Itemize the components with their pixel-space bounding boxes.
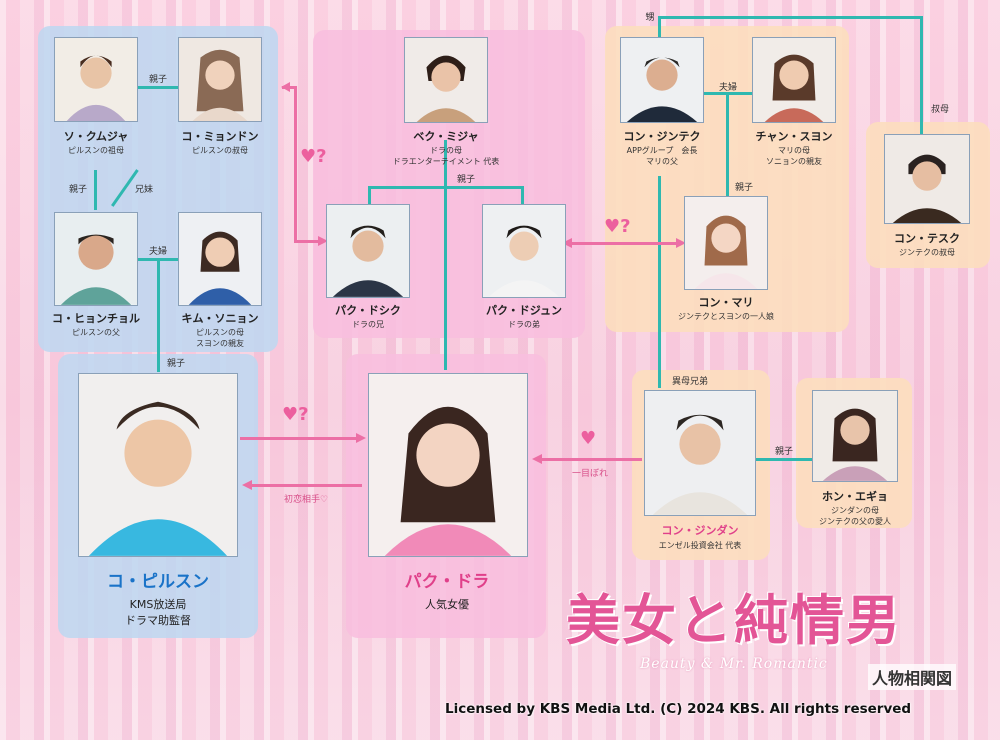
connector-oi-left [658,16,661,38]
arrow-myondon-dosik-bottom [294,240,324,243]
chart-label: 人物相関図 [868,664,957,690]
name-park-dora: パク・ドラ [404,572,490,592]
arrow-dojun-mari [570,242,682,245]
desc-kong-jindan: エンゼル投資会社 代表 [658,541,742,550]
connector-jintek-suyon [704,92,754,95]
name-ko-pilsun: コ・ピルスン [107,572,209,592]
photo-park-dojun [482,204,566,298]
connector-hyonchol-sonyon [136,258,180,261]
name-hon-egyo: ホン・エギョ [822,490,888,503]
rel-half-brothers: 異母兄弟 [671,377,709,387]
desc-chan-suyon-2: ソニョンの親友 [766,157,822,166]
name-baek-mija: ベク・ミジャ [413,130,479,143]
connector-parents-mari [726,94,729,196]
desc-kong-jintek-2: マリの父 [646,157,678,166]
connector-kumja-hyonchol [94,170,97,210]
rel-kumja-myondon: 親子 [148,75,168,85]
desc-so-kumja: ピルスンの祖母 [68,146,124,155]
rel-parents-mari: 親子 [734,183,754,193]
heart-jindan-dora: ♥ [580,428,597,449]
connector-parents-pilsun [157,260,160,372]
rel-hitomebore: 一目ぼれ [571,469,609,479]
rel-parents-pilsun: 親子 [166,359,186,369]
desc-baek-mija-2: ドラエンターテイメント 代表 [392,157,500,166]
desc-hon-egyo-2: ジンテクの父の愛人 [819,517,891,526]
desc-kim-sonyon-1: ピルスンの母 [196,328,244,337]
rel-oi: 甥 [645,13,655,23]
photo-ko-hyonchol [54,212,138,306]
desc-kong-tesuku: ジンテクの叔母 [899,248,955,257]
license-text: Licensed by KBS Media Ltd. (C) 2024 KBS.… [445,701,912,717]
name-so-kumja: ソ・クムジャ [63,130,129,143]
logo-title: 美女と純情男 [566,588,902,652]
arrow-myondon-dosik-vertical [294,86,297,242]
photo-kong-jindan [644,390,756,516]
name-park-dojun: パク・ドジュン [485,304,563,317]
desc-kim-sonyon-2: スヨンの親友 [196,339,244,348]
name-kong-jindan: コン・ジンダン [661,524,739,537]
connector-mija-children [368,186,524,189]
photo-baek-mija [404,37,488,123]
connector-oi-right [920,16,923,134]
photo-kim-sonyon [178,212,262,306]
desc-baek-mija-1: ドラの母 [430,146,462,155]
name-chan-suyon: チャン・スヨン [755,130,833,143]
photo-chan-suyon [752,37,836,123]
photo-kong-jintek [620,37,704,123]
rel-shukubo: 叔母 [930,105,950,115]
photo-so-kumja [54,37,138,122]
rel-jindan-egyo: 親子 [774,447,794,457]
photo-kong-mari [684,196,768,290]
desc-ko-pilsun-2: ドラマ助監督 [125,614,191,627]
desc-kong-mari: ジンテクとスヨンの一人娘 [678,312,774,321]
logo-subtitle: Beauty & Mr. Romantic [640,656,828,672]
arrow-dora-to-pilsun [246,484,362,487]
rel-hatsukoi: 初恋相手♡ [283,495,329,505]
rel-mija-children: 親子 [456,175,476,185]
name-kong-jintek: コン・ジンテク [623,130,701,143]
desc-park-dosik: ドラの兄 [352,320,384,329]
heart-question-pilsun-dora: ♥? [282,404,309,425]
heart-question-myondon-dosik: ♥? [300,146,327,167]
arrow-pilsun-to-dora [240,437,362,440]
desc-ko-myondon: ピルスンの叔母 [192,146,248,155]
heart-question-dojun-mari: ♥? [604,216,631,237]
rel-kumja-hyonchol: 親子 [68,185,88,195]
connector-mija-down [444,140,447,370]
desc-ko-pilsun-1: KMS放送局 [129,598,187,611]
photo-park-dosik [326,204,410,298]
connector-kumja-myondon [136,86,180,89]
rel-couple-kong: 夫婦 [718,83,738,93]
photo-ko-myondon [178,37,262,122]
desc-hon-egyo-1: ジンダンの母 [831,506,879,515]
name-kim-sonyon: キム・ソニョン [181,312,259,325]
desc-chan-suyon-1: マリの母 [778,146,810,155]
photo-ko-pilsun [78,373,238,557]
connector-jintek-jindan [658,176,661,388]
connector-to-dojun [521,186,524,204]
desc-park-dora: 人気女優 [425,598,469,611]
photo-kong-tesuku [884,134,970,224]
connector-to-dosik [368,186,371,204]
desc-ko-hyonchol: ピルスンの父 [72,328,120,337]
desc-kong-jintek-1: APPグループ 会長 [626,146,698,155]
rel-couple-ko: 夫婦 [148,247,168,257]
name-kong-mari: コン・マリ [698,296,754,309]
desc-park-dojun: ドラの弟 [508,320,540,329]
name-park-dosik: パク・ドシク [335,304,401,317]
name-ko-hyonchol: コ・ヒョンチョル [52,312,140,325]
connector-oi-top [658,16,922,19]
connector-jindan-egyo [754,458,814,461]
name-kong-tesuku: コン・テスク [894,232,960,245]
photo-hon-egyo [812,390,898,482]
photo-park-dora [368,373,528,557]
arrow-jindan-to-dora [536,458,642,461]
rel-siblings: 兄妹 [134,185,154,195]
name-ko-myondon: コ・ミョンドン [181,130,259,143]
